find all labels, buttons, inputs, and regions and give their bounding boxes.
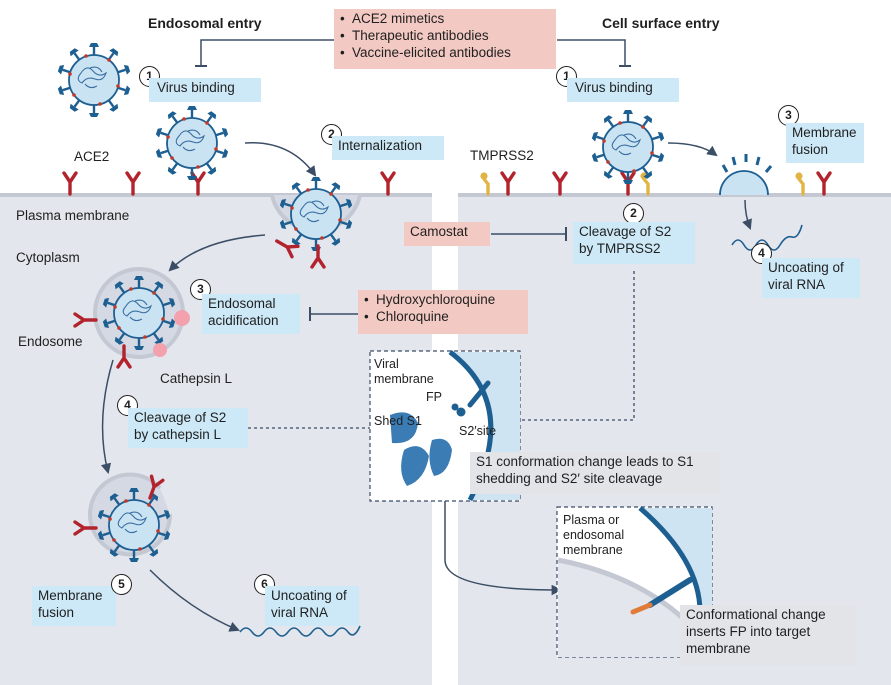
camostat-box: Camostat [404, 222, 490, 246]
step-endo-3-label: Endosomal acidification [202, 294, 300, 334]
step-endo-2-label: Internalization [332, 136, 444, 160]
shed-s1-label: Shed S1 [374, 414, 422, 428]
fp-label: FP [426, 390, 442, 404]
inhibitor-chloroquine: Chloroquine [364, 309, 522, 326]
fp-insertion-note: Conformational change inserts FP into ta… [680, 605, 856, 665]
tmprss2-label: TMPRSS2 [470, 148, 534, 163]
inhibitor-hydroxychloroquine: Hydroxychloroquine [364, 292, 522, 309]
s2-prime-site-label: S2′site [459, 424, 497, 438]
cytoplasm-label: Cytoplasm [16, 250, 80, 265]
endosomal-entry-header: Endosomal entry [148, 15, 262, 31]
step-surf-2-number: 2 [623, 203, 644, 224]
cathepsin-l-label: Cathepsin L [160, 371, 233, 386]
step-surf-3-label: Membrane fusion [786, 123, 864, 163]
step-endo-4-label: Cleavage of S2 by cathepsin L [128, 408, 248, 448]
antibody-inhibitors-box: ACE2 mimetics Therapeutic antibodies Vac… [334, 9, 556, 69]
step-endo-1-label: Virus binding [149, 78, 261, 102]
plasma-membrane-label: Plasma membrane [16, 208, 130, 223]
step-endo-5-number: 5 [111, 574, 132, 595]
step-surf-4-label: Uncoating of viral RNA [762, 258, 860, 298]
inhibitor-therapeutic-antibodies: Therapeutic antibodies [340, 28, 550, 45]
step-surf-2-label: Cleavage of S2 by TMPRSS2 [573, 222, 695, 264]
inhibitor-ace2-mimetics: ACE2 mimetics [340, 11, 550, 28]
target-membrane-label: Plasma or endosomal membrane [563, 513, 625, 557]
step-endo-6-label: Uncoating of viral RNA [265, 586, 359, 626]
inhibitor-vaccine-antibodies: Vaccine-elicited antibodies [340, 45, 550, 62]
antimalarial-inhibitors-box: Hydroxychloroquine Chloroquine [358, 290, 528, 334]
viral-membrane-label: Viral membrane [374, 357, 434, 386]
step-surf-1-label: Virus binding [567, 78, 679, 102]
s1-shedding-note: S1 conformation change leads to S1 shedd… [470, 452, 720, 494]
step-endo-5-label: Membrane fusion [32, 586, 116, 626]
cell-surface-entry-header: Cell surface entry [602, 15, 720, 31]
endosome-label: Endosome [18, 334, 83, 349]
ace2-label: ACE2 [74, 149, 110, 164]
